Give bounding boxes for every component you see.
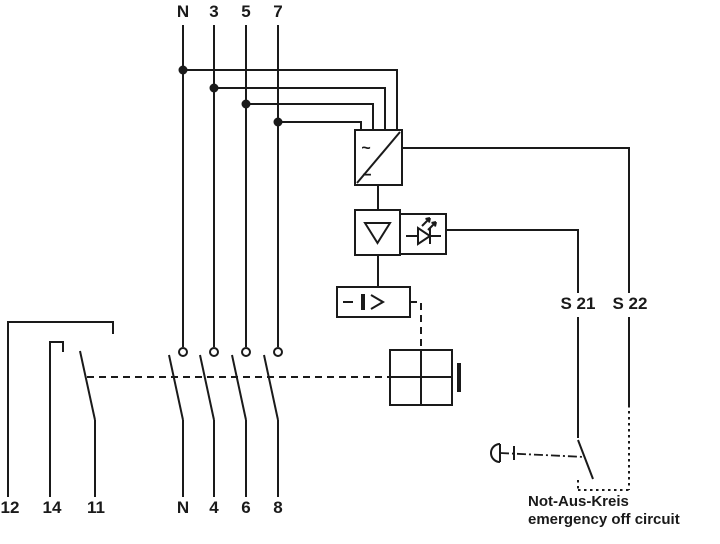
led-emission-arrow-2	[427, 221, 437, 231]
auxiliary-contact	[7, 321, 114, 497]
amplifier-triangle	[363, 222, 392, 245]
led-emission-arrow-1	[421, 217, 431, 227]
aux-wire-14	[49, 341, 64, 497]
feed-wire-5	[246, 103, 374, 130]
terminal-label-s21: S 21	[561, 294, 596, 313]
terminal-label-12: 12	[1, 498, 20, 517]
led-box	[399, 213, 447, 255]
bottom-terminal-labels: 12 14 11 N 4 6 8	[1, 498, 283, 517]
terminal-label-7: 7	[273, 2, 282, 21]
trip-coil-block	[389, 349, 461, 406]
estop-contact-blade	[577, 439, 594, 480]
terminal-label-11: 11	[87, 498, 105, 517]
overcurrent-release-block	[336, 286, 411, 318]
emergency-off-circuit	[490, 317, 630, 491]
rectifier-diagonal	[356, 131, 401, 184]
main-pole-wires-top	[182, 25, 279, 347]
amplifier-box	[354, 209, 401, 256]
contact-blade-n	[168, 354, 184, 421]
sensing-feed-wires	[178, 65, 398, 130]
feed-wire-7	[278, 121, 362, 130]
rectifier-block: ~ −	[354, 129, 403, 186]
contact-blade-8	[263, 354, 279, 421]
terminal-label-14: 14	[43, 498, 62, 517]
feed-wire-3	[214, 87, 386, 130]
caption-line-2: emergency off circuit	[528, 511, 680, 528]
led-block	[399, 213, 447, 255]
led-diode-triangle	[417, 226, 432, 246]
aux-wire-12	[7, 321, 114, 497]
contact-point-6	[241, 347, 251, 357]
aux-terminal-labels: S 21 S 22	[561, 294, 648, 313]
contact-blade-6	[231, 354, 247, 421]
contact-point-8	[273, 347, 283, 357]
aux-contact-blade	[79, 350, 96, 421]
overcurrent-greater-chevron	[370, 294, 385, 310]
caption-line-1: Not-Aus-Kreis	[528, 493, 629, 510]
main-contacts	[168, 347, 283, 497]
terminal-label-n-top: N	[177, 2, 189, 21]
top-terminal-labels: N 3 5 7	[177, 2, 283, 21]
wire-led-to-s21	[446, 229, 579, 293]
mushroom-button-head	[490, 443, 501, 463]
actuator-dashdot-link	[499, 452, 586, 458]
wire-rectifier-to-s22	[402, 147, 630, 293]
terminal-label-4: 4	[209, 498, 219, 517]
terminal-label-8: 8	[273, 498, 282, 517]
terminal-label-n-bottom: N	[177, 498, 189, 517]
dc-symbol: −	[362, 167, 371, 184]
amplifier-block	[354, 209, 401, 256]
caption: Not-Aus-Kreis emergency off circuit	[528, 493, 680, 528]
terminal-label-s22: S 22	[613, 294, 648, 313]
terminal-label-5: 5	[241, 2, 250, 21]
contact-point-4	[209, 347, 219, 357]
terminal-label-6: 6	[241, 498, 250, 517]
ac-symbol: ~	[361, 140, 370, 157]
contact-blade-4	[199, 354, 215, 421]
feed-wire-n	[183, 69, 398, 130]
terminal-label-3: 3	[209, 2, 218, 21]
detector-coil-dashed-link	[410, 301, 422, 350]
contact-point-n	[178, 347, 188, 357]
